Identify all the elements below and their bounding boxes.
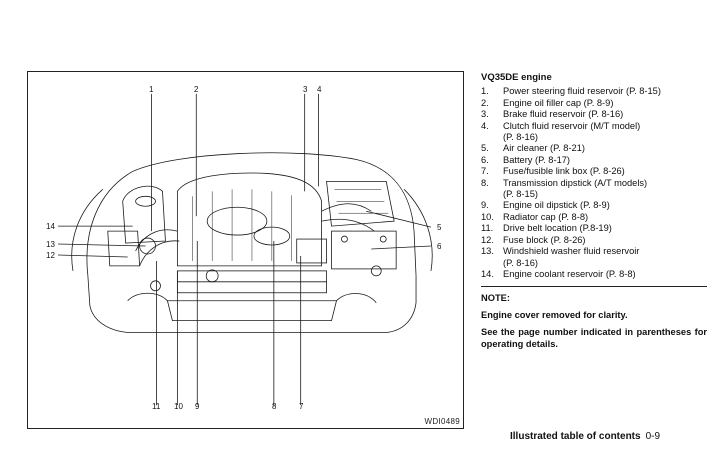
page-number: 0-9 <box>645 431 661 442</box>
list-item: 1.Power steering fluid reservoir (P. 8-1… <box>481 86 661 97</box>
callout-3: 3 <box>303 85 308 94</box>
list-item: 6.Battery (P. 8-17) <box>481 154 571 165</box>
callout-7: 7 <box>299 402 304 411</box>
note-line: Engine cover removed for clarity. <box>481 309 628 320</box>
engine-parts-section: VQ35DE engine 1.Power steering fluid res… <box>481 72 707 350</box>
callout-1: 1 <box>149 85 154 94</box>
callout-14: 14 <box>46 222 55 231</box>
callout-5: 5 <box>437 223 442 232</box>
parts-list: 1.Power steering fluid reservoir (P. 8-1… <box>481 86 707 280</box>
callout-9: 9 <box>195 402 200 411</box>
list-item: 3.Brake fluid reservoir (P. 8-16) <box>481 109 624 120</box>
callout-8: 8 <box>272 402 277 411</box>
list-item: 9.Engine oil dipstick (P. 8-9) <box>481 200 610 211</box>
section-title: VQ35DE engine <box>481 72 552 83</box>
callout-6: 6 <box>437 242 442 251</box>
callout-11: 11 <box>152 402 161 411</box>
figure-code: WDI0489 <box>424 417 460 426</box>
list-item: 7.Fuse/fusible link box (P. 8-26) <box>481 166 625 177</box>
callout-12: 12 <box>46 251 55 260</box>
list-item: 10.Radiator cap (P. 8-8) <box>481 211 589 222</box>
callout-2: 2 <box>194 85 199 94</box>
list-item: 5.Air cleaner (P. 8-21) <box>481 143 585 154</box>
callout-4: 4 <box>317 85 322 94</box>
list-item: 13.Windshield washer fluid reservoir <box>481 246 640 257</box>
list-item: 8.Transmission dipstick (A/T models) <box>481 177 648 188</box>
list-item: 12.Fuse block (P. 8-26) <box>481 234 586 245</box>
list-item: 2.Engine oil filler cap (P. 8-9) <box>481 97 614 108</box>
list-item: 11.Drive belt location (P.8-19) <box>481 223 612 234</box>
footer-title: Illustrated table of contents <box>510 431 641 442</box>
list-item: 14.Engine coolant reservoir (P. 8-8) <box>481 268 636 279</box>
engine-illustration <box>58 93 433 406</box>
engine-compartment-figure: 1 2 3 4 14 13 12 5 6 11 10 9 8 7 WDI0489 <box>27 71 464 429</box>
page-footer: Illustrated table of contents 0-9 <box>510 431 660 442</box>
list-item: (P. 8-16) <box>503 257 538 268</box>
list-item: (P. 8-15) <box>503 189 538 200</box>
note-paragraph: See the page number indicated in parenth… <box>481 327 707 349</box>
callout-13: 13 <box>46 240 55 249</box>
callout-10: 10 <box>174 402 183 411</box>
list-item: 4.Clutch fluid reservoir (M/T model) <box>481 120 641 131</box>
list-item: (P. 8-16) <box>503 132 538 143</box>
note-title: NOTE: <box>481 286 707 304</box>
